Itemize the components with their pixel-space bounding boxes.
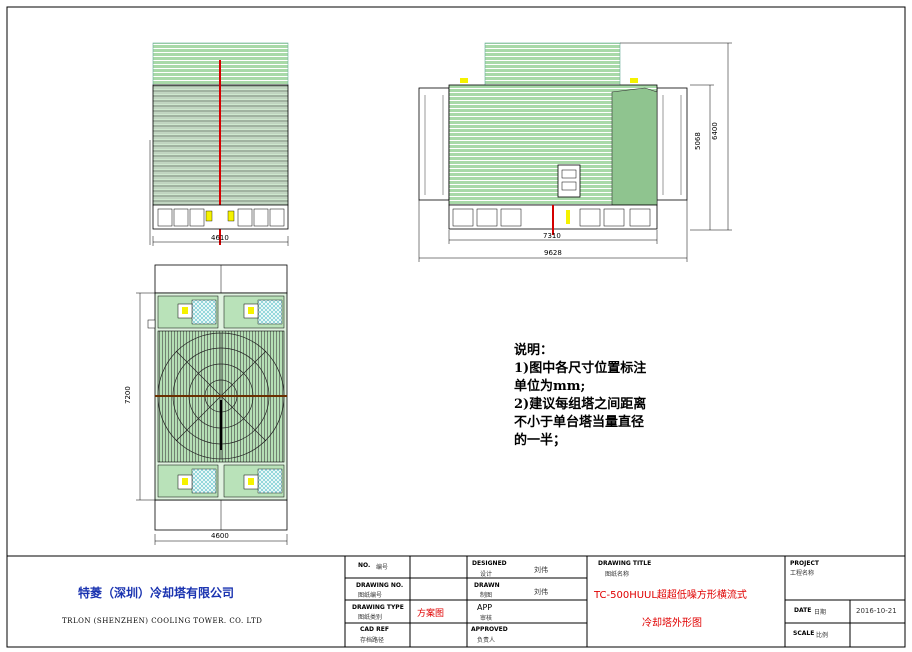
drawing-type-label-en: DRAWING TYPE — [352, 604, 404, 611]
drawn-value: 刘伟 — [534, 588, 548, 596]
sheet-border — [6, 6, 906, 648]
side-access-panel — [611, 87, 658, 206]
notes-line: 1)图中各尺寸位置标注 — [514, 361, 647, 376]
notes-line: 2)建议每组塔之间距离 — [514, 397, 647, 412]
approved-label-cn: 负责人 — [477, 637, 496, 644]
date-label-cn: 日期 — [814, 609, 827, 616]
date-label-en: DATE — [794, 607, 812, 614]
side-height-total-label: 6400 — [711, 122, 719, 140]
company-name-cn: 特菱（深圳）冷却塔有限公司 — [78, 586, 235, 600]
project-label-cn: 工程名称 — [790, 570, 815, 577]
cad-ref-label-en: CAD REF — [360, 626, 389, 633]
approved-label-en: APPROVED — [471, 626, 508, 633]
side-view — [418, 42, 732, 262]
side-inner-width-label: 7310 — [543, 232, 561, 240]
no-label-cn: 编号 — [376, 564, 389, 571]
drawing-type-value: 方案图 — [417, 609, 445, 619]
front-view — [149, 42, 289, 246]
scale-label-en: SCALE — [793, 630, 815, 637]
title-block-grid — [7, 555, 905, 647]
no-label-en: NO. — [358, 562, 371, 569]
notes-line: 不小于单台塔当量直径 — [514, 415, 645, 430]
designed-label-en: DESIGNED — [472, 560, 507, 567]
plan-view — [136, 264, 288, 545]
side-overall-width-label: 9628 — [544, 249, 562, 257]
plan-width-label: 4600 — [211, 532, 229, 540]
date-value: 2016-10-21 — [856, 607, 897, 615]
drawing-type-label-cn: 图纸类别 — [358, 614, 383, 621]
app-label-en: APP — [477, 603, 493, 612]
side-right-panel — [656, 87, 688, 201]
side-fan-stack — [484, 42, 621, 86]
drawing-title-label-en: DRAWING TITLE — [598, 560, 652, 567]
notes-line: 单位为mm; — [514, 379, 586, 394]
designed-value: 刘伟 — [534, 566, 548, 574]
drawing-title-line1: TC-500HUUL超超低噪方形横流式 — [594, 590, 747, 601]
cad-ref-label-cn: 存档路径 — [360, 637, 385, 644]
scale-label-cn: 比例 — [816, 632, 829, 639]
front-width-label: 4610 — [211, 234, 229, 242]
plan-length-label: 7200 — [124, 386, 132, 404]
drawn-label-en: DRAWN — [474, 582, 500, 589]
notes-heading: 说明： — [514, 343, 554, 358]
notes-block: 说明： 1)图中各尺寸位置标注 单位为mm; 2)建议每组塔之间距离 不小于单台… — [514, 342, 646, 450]
side-door — [557, 164, 581, 198]
drawing-title-label-cn: 图纸名称 — [605, 571, 630, 578]
drawing-no-label-en: DRAWING NO. — [356, 582, 404, 589]
notes-line: 的一半； — [514, 433, 567, 448]
side-height-upper-label: 5068 — [694, 132, 702, 150]
designed-label-cn: 设计 — [480, 571, 493, 578]
drawing-no-label-cn: 图纸编号 — [358, 592, 383, 599]
drawn-label-cn: 制图 — [480, 592, 493, 599]
project-label-en: PROJECT — [790, 560, 819, 567]
app-label-cn: 审核 — [480, 615, 493, 622]
side-left-panel — [418, 87, 450, 201]
company-name-en: TRLON (SHENZHEN) COOLING TOWER. CO. LTD — [62, 617, 263, 625]
drawing-title-line2: 冷却塔外形图 — [642, 618, 702, 629]
